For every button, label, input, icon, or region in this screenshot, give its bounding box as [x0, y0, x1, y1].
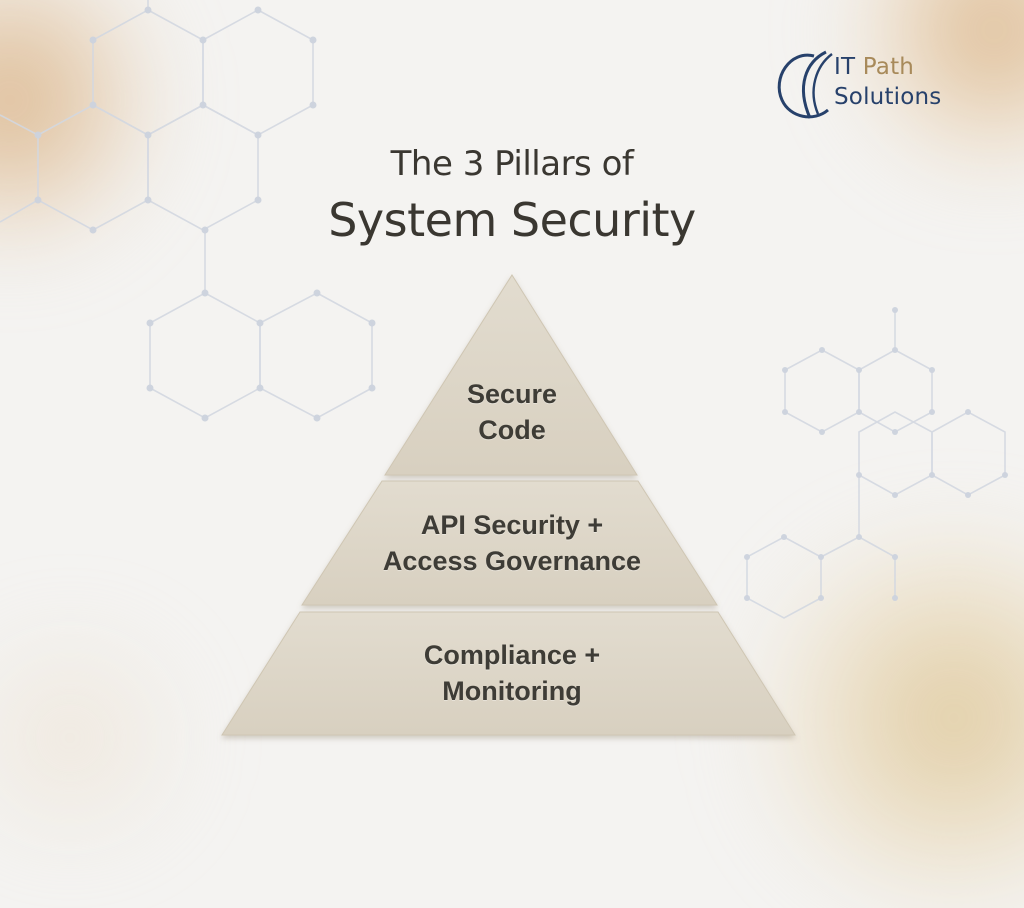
pyramid-tier-middle [301, 480, 718, 606]
tier-bottom-line2: Monitoring [442, 676, 582, 706]
brand-logo: IT Path Solutions [776, 48, 986, 124]
page-title-line2: System Security [328, 193, 696, 247]
brand-name-path: Path [862, 54, 915, 80]
brand-name-it: IT [834, 54, 856, 80]
pyramid-tier-top [384, 274, 638, 476]
tier-top-line2: Code [478, 415, 546, 445]
page-title-line1: The 3 Pillars of [390, 144, 634, 184]
tier-label-bottom: Compliance + Monitoring [0, 637, 1024, 709]
tier-middle-line1: API Security + [420, 510, 604, 540]
tier-label-middle: API Security + Access Governance [0, 507, 1024, 579]
brand-name-solutions: Solutions [834, 84, 942, 110]
logo-swoosh-icon [777, 50, 833, 119]
pyramid-diagram [221, 274, 796, 736]
tier-label-top: Secure Code [0, 376, 1024, 448]
tier-bottom-line1: Compliance + [423, 640, 601, 670]
tier-middle-line2: Access Governance [382, 546, 642, 576]
tier-top-line1: Secure [466, 379, 558, 409]
hexagon-network-pattern [0, 0, 1008, 619]
brand-name: IT Path Solutions [834, 52, 941, 112]
pyramid-tier-bottom [221, 611, 796, 736]
